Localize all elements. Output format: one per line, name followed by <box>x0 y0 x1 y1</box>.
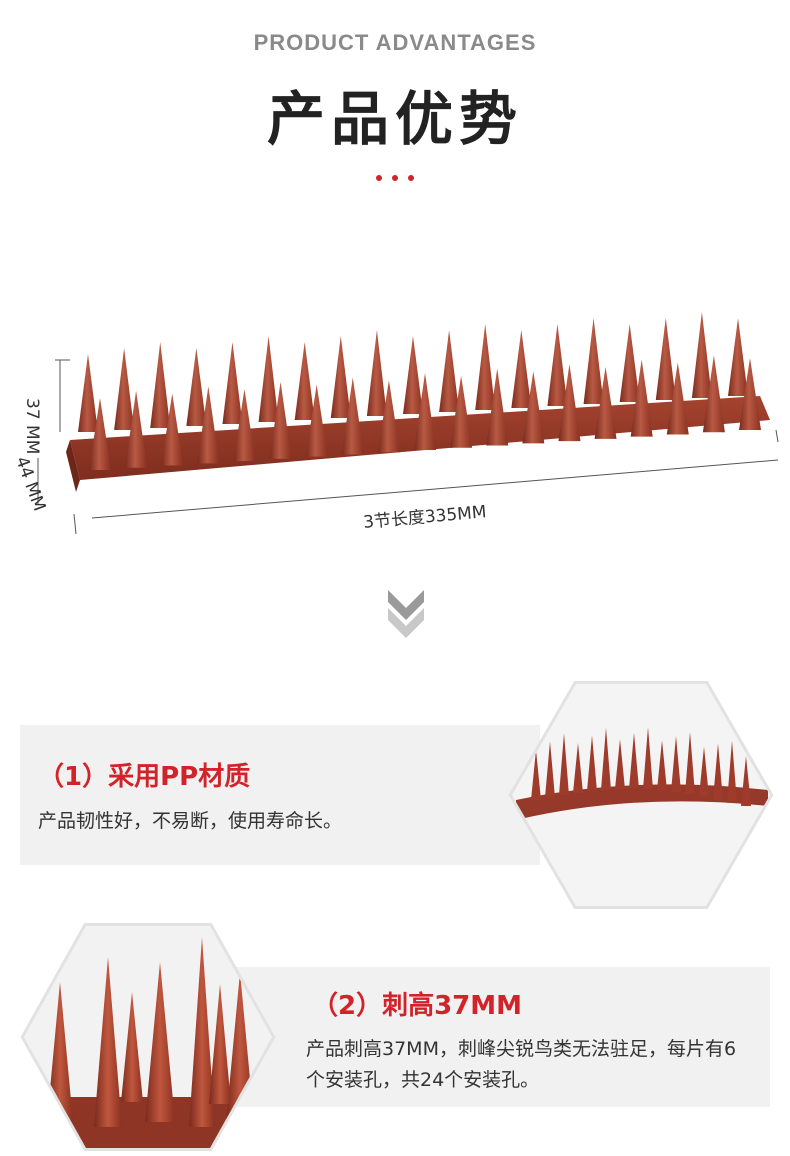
spike <box>486 368 509 446</box>
feature-1-title: （1）采用PP材质 <box>38 762 251 792</box>
spike <box>573 742 583 793</box>
spike <box>305 384 328 457</box>
spike <box>619 324 640 402</box>
feature-2-description: 产品刺高37MM，刺峰尖锐鸟类无法驻足，每片有6个安装孔，共24个安装孔。 <box>306 1038 737 1091</box>
spike <box>643 727 653 790</box>
spike <box>615 739 625 790</box>
spike <box>511 330 532 408</box>
spike <box>114 348 135 430</box>
feature-panel-1 <box>20 725 540 865</box>
spike <box>558 364 581 442</box>
spike <box>294 342 315 420</box>
spike <box>655 318 676 400</box>
spike <box>145 962 175 1122</box>
spike <box>594 366 617 439</box>
spike <box>671 735 681 792</box>
spike <box>702 355 725 433</box>
spike <box>699 746 709 797</box>
spike <box>685 731 695 794</box>
spike <box>450 375 473 448</box>
spike <box>414 373 436 450</box>
feature-2-title: （2）刺高37MM <box>312 991 523 1021</box>
title-dots-divider <box>0 166 790 185</box>
spike <box>222 342 243 424</box>
spike <box>713 743 723 800</box>
spike <box>189 937 215 1127</box>
spike <box>209 984 231 1104</box>
section-subtitle-en: PRODUCT ADVANTAGES <box>253 30 537 55</box>
spike <box>233 389 256 462</box>
feature-2-image <box>20 923 276 1151</box>
spike <box>691 312 712 398</box>
spike <box>601 727 611 790</box>
spike <box>587 735 597 792</box>
spike <box>341 377 364 455</box>
spike <box>186 348 207 426</box>
spike <box>377 380 400 453</box>
spike <box>89 398 111 470</box>
spike <box>366 330 387 416</box>
spike <box>47 982 73 1122</box>
spike <box>403 336 423 414</box>
spike <box>728 318 748 396</box>
feature-panel-2 <box>210 967 770 1107</box>
section-title: 产品优势 <box>266 85 523 153</box>
spike <box>583 318 604 404</box>
spike <box>475 324 496 410</box>
spike <box>545 741 555 798</box>
spike <box>94 957 122 1127</box>
spike <box>150 342 171 428</box>
spike <box>78 354 98 432</box>
spike <box>197 386 220 464</box>
spike <box>630 359 653 437</box>
feature-1-description: 产品韧性好，不易断，使用寿命长。 <box>38 810 343 832</box>
spike <box>657 740 667 791</box>
spike <box>559 733 569 796</box>
spike <box>741 756 751 806</box>
spike <box>121 992 143 1102</box>
spike <box>739 358 761 430</box>
spike <box>439 330 460 412</box>
spike <box>629 732 639 789</box>
spike <box>666 362 689 435</box>
product-spike-strip-image <box>37 312 779 535</box>
height-dimension-label: 37 MM <box>22 398 42 455</box>
spike <box>258 336 279 422</box>
chevron-down-icon <box>388 590 424 638</box>
feature-1-image <box>508 681 774 909</box>
spike <box>330 336 351 418</box>
spike <box>531 750 541 800</box>
spike <box>522 371 545 444</box>
spike <box>125 390 148 468</box>
spike <box>269 381 292 459</box>
spike <box>727 740 737 803</box>
spike <box>161 393 184 466</box>
spike <box>547 324 568 406</box>
